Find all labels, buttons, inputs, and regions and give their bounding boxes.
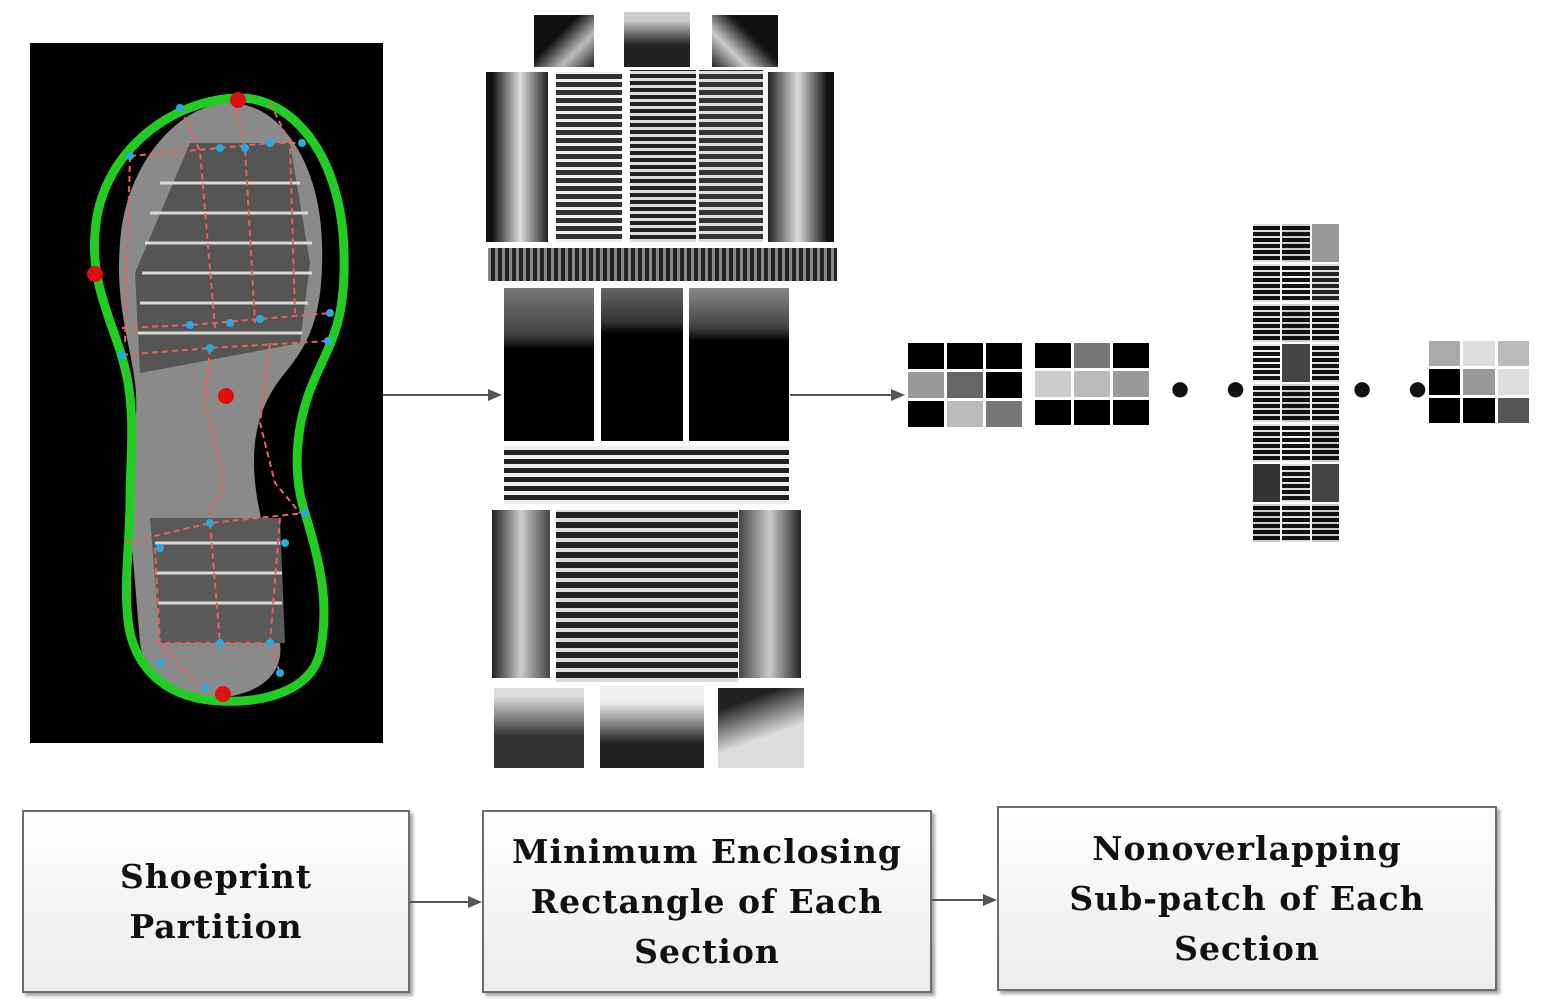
rect-tile <box>600 686 704 768</box>
rect-tile <box>601 288 683 441</box>
shoeprint-partition-image <box>30 43 383 743</box>
rect-tile <box>768 72 834 242</box>
rect-tile <box>504 288 594 441</box>
step-box-shoeprint-partition: Shoeprint Partition <box>22 810 410 993</box>
sub-points <box>118 104 334 692</box>
step-label: Shoeprint Partition <box>119 856 313 946</box>
rect-tile <box>494 688 584 768</box>
sub-patch-grid <box>1033 341 1151 427</box>
rect-tile <box>486 72 548 242</box>
enclosing-rectangles <box>484 12 838 768</box>
sub-patch-grid <box>906 341 1024 429</box>
rect-tile <box>534 15 594 67</box>
rect-tile <box>624 12 690 67</box>
key-points <box>87 92 246 702</box>
rect-tile <box>504 446 789 504</box>
rect-tile <box>739 510 801 678</box>
rect-tile <box>556 72 622 242</box>
step-box-nonoverlapping-sub-patch: Nonoverlapping Sub-patch of Each Section <box>997 806 1497 991</box>
rect-tile <box>712 15 778 67</box>
shoeprint-drawing <box>87 92 349 706</box>
rect-tile <box>718 688 804 768</box>
rect-tile <box>699 70 763 242</box>
rect-tile <box>630 70 696 242</box>
rect-tile <box>488 248 837 281</box>
step-label: Minimum Enclosing Rectangle of Each Sect… <box>512 831 902 971</box>
rect-tile <box>492 510 550 678</box>
rect-tile <box>556 510 738 682</box>
rect-tile <box>689 288 789 441</box>
sub-patch-column <box>1251 222 1341 544</box>
step-box-minimum-enclosing-rectangle: Minimum Enclosing Rectangle of Each Sect… <box>482 810 932 993</box>
step-label: Nonoverlapping Sub-patch of Each Section <box>1069 828 1425 968</box>
sub-patch-grid <box>1427 339 1531 425</box>
